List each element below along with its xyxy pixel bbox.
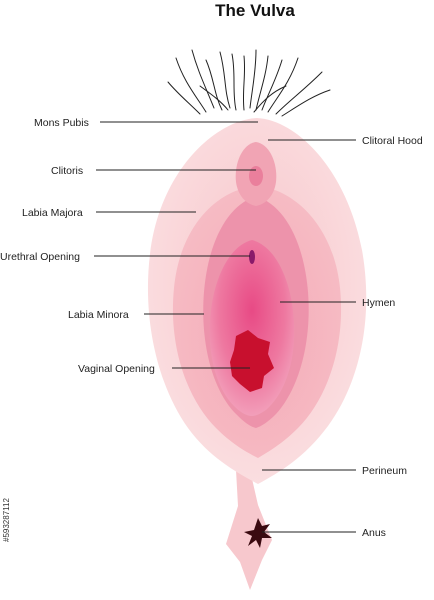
diagram-title: The Vulva xyxy=(215,1,295,20)
svg-text:Perineum: Perineum xyxy=(362,465,407,477)
anus-shape xyxy=(244,518,272,548)
label-clitoris: Clitoris xyxy=(51,165,256,177)
label-vaginal-opening: Vaginal Opening xyxy=(78,363,250,375)
label-perineum: Perineum xyxy=(262,465,407,477)
label-anus: Anus xyxy=(262,527,386,539)
label-labia-majora: Labia Majora xyxy=(22,207,196,219)
vaginal-opening-shape xyxy=(230,330,274,392)
urethral-opening-shape xyxy=(249,250,255,264)
svg-text:Vaginal Opening: Vaginal Opening xyxy=(78,363,155,375)
svg-text:Clitoris: Clitoris xyxy=(51,165,83,177)
svg-text:Urethral Opening: Urethral Opening xyxy=(0,251,80,263)
clitoris-shape xyxy=(249,166,263,186)
svg-text:Hymen: Hymen xyxy=(362,297,395,309)
svg-text:Mons Pubis: Mons Pubis xyxy=(34,117,89,129)
pubic-hair xyxy=(167,49,331,117)
label-labia-minora: Labia Minora xyxy=(68,309,204,321)
svg-text:Anus: Anus xyxy=(362,527,386,539)
svg-text:Clitoral Hood: Clitoral Hood xyxy=(362,135,423,147)
svg-text:Labia Majora: Labia Majora xyxy=(22,207,83,219)
stock-id: #593287112 xyxy=(2,498,11,542)
label-hymen: Hymen xyxy=(280,297,395,309)
label-clitoral-hood: Clitoral Hood xyxy=(268,135,423,147)
perineum-shape xyxy=(226,470,272,590)
vestibule-shape xyxy=(209,240,295,416)
svg-text:Labia Minora: Labia Minora xyxy=(68,309,129,321)
label-mons-pubis: Mons Pubis xyxy=(34,117,258,129)
label-urethral-opening: Urethral Opening xyxy=(0,251,250,263)
